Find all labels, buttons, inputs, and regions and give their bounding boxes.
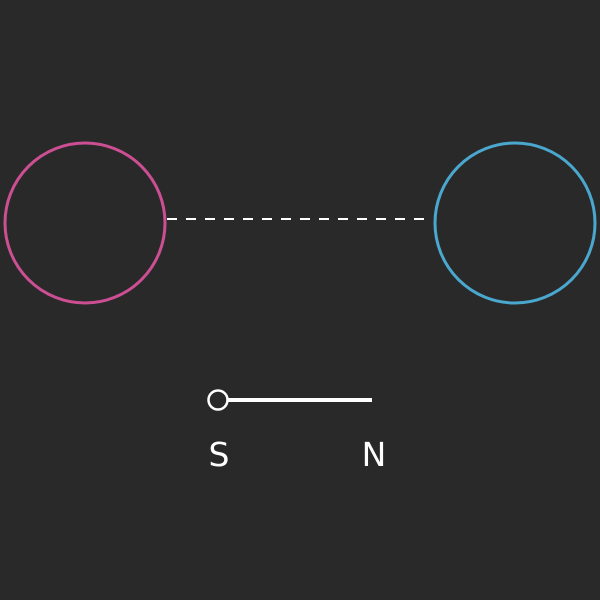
left-circle [3,141,167,305]
right-circle [433,141,597,305]
switch-label-n: N [362,435,387,474]
switch-handle[interactable] [207,389,229,411]
switch-label-s: S [209,435,230,474]
pole-switch[interactable] [207,389,373,411]
